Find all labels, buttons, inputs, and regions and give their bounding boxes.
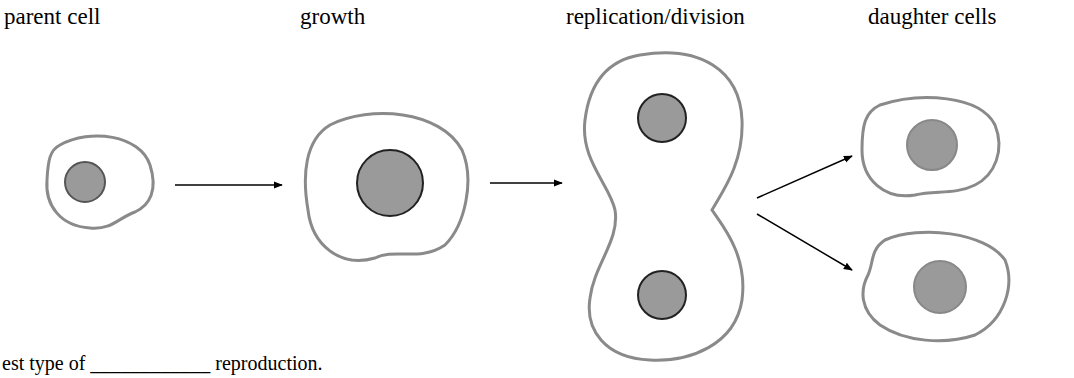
arrow bbox=[757, 156, 852, 198]
dividing-cell bbox=[584, 53, 742, 360]
nucleus bbox=[907, 120, 957, 170]
arrow bbox=[490, 182, 562, 184]
daughter-cell bbox=[863, 232, 1009, 340]
arrow bbox=[175, 184, 282, 186]
stage-label: parent cell bbox=[4, 4, 100, 30]
stage-label: growth bbox=[300, 4, 365, 30]
nucleus bbox=[638, 271, 686, 319]
nucleus bbox=[914, 261, 966, 313]
nucleus bbox=[357, 150, 423, 216]
daughter-cell bbox=[862, 98, 999, 196]
stage-label: daughter cells bbox=[868, 4, 996, 30]
arrow bbox=[757, 214, 852, 270]
parent-cell bbox=[47, 136, 153, 228]
question-text: est type of ____________ reproduction. bbox=[2, 352, 323, 375]
growing-cell bbox=[305, 114, 467, 261]
nucleus bbox=[638, 94, 686, 142]
stage-label: replication/division bbox=[566, 4, 745, 30]
nucleus bbox=[65, 162, 105, 202]
